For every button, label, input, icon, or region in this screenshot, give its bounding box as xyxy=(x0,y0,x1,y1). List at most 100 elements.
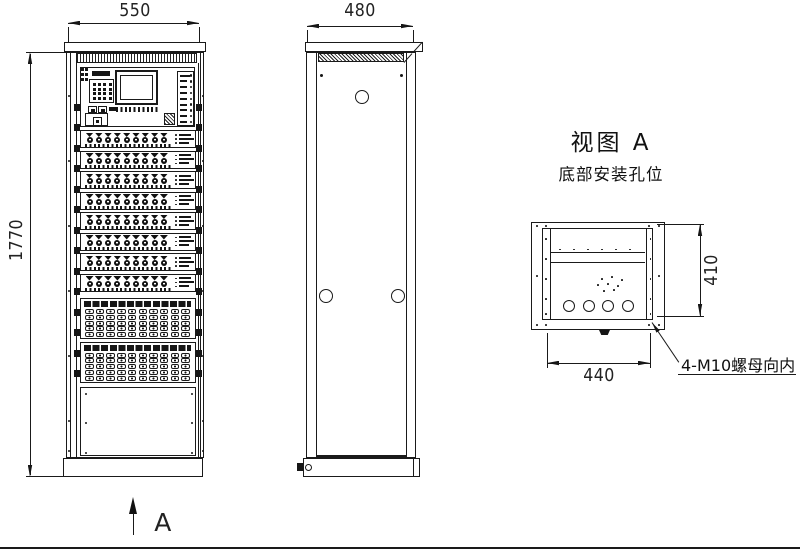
terminal-cell xyxy=(170,364,180,370)
terminal-cell xyxy=(117,314,126,320)
side-vent-grille xyxy=(318,53,404,62)
crossbar-line xyxy=(550,262,645,263)
knob-dial xyxy=(113,194,121,206)
vent-patch xyxy=(164,113,175,125)
terminal-cell xyxy=(159,326,169,332)
knob-dial xyxy=(151,133,159,145)
wall-screw xyxy=(201,420,204,422)
module-label-dot xyxy=(175,240,177,243)
terminal-cell xyxy=(170,326,180,332)
module-label-dot xyxy=(175,285,177,288)
module-label-line xyxy=(178,182,189,185)
keypad-key xyxy=(98,87,102,91)
terminal-cell xyxy=(117,375,126,381)
module-label-dot xyxy=(175,220,177,222)
dimension-line xyxy=(307,26,413,27)
knob-dial xyxy=(104,174,112,186)
cabinet-body xyxy=(66,52,204,458)
terminal-cell xyxy=(95,364,105,370)
rack-mount-tab xyxy=(73,226,80,234)
rail-hole xyxy=(545,278,547,280)
rack-mount-tab xyxy=(196,288,202,295)
wall-line xyxy=(199,52,201,458)
dimension-line xyxy=(68,23,199,24)
knob-dial xyxy=(160,215,168,227)
terminal-cell xyxy=(138,326,148,332)
terminal-cell xyxy=(159,358,169,364)
crossbar-hole xyxy=(629,248,631,251)
section-marker-label: A xyxy=(154,508,172,537)
knob-dial xyxy=(104,153,112,165)
rail-hole xyxy=(545,258,547,260)
module-label-line xyxy=(178,260,194,263)
wall-screw xyxy=(201,160,204,162)
extension-line xyxy=(198,26,200,42)
dimension-arrow-right xyxy=(638,360,650,366)
module-label-dot xyxy=(175,216,177,218)
button-group xyxy=(81,68,89,143)
knob-dial xyxy=(132,194,140,206)
terminal-cell xyxy=(170,332,180,338)
side-base xyxy=(303,458,420,477)
knob-dial xyxy=(132,256,140,268)
control-unit xyxy=(80,67,195,127)
terminal-cell xyxy=(138,375,148,381)
rack-mount-tab xyxy=(196,247,202,254)
module-label-dot xyxy=(175,236,177,239)
rack-mount-tab xyxy=(196,124,202,131)
indicator-label xyxy=(179,103,187,106)
bottom-tab xyxy=(599,330,610,335)
panel-button xyxy=(81,78,84,82)
knob-dial xyxy=(141,276,149,288)
terminal-cell xyxy=(149,358,158,364)
terminal-cell xyxy=(159,375,169,381)
terminal-top-strip xyxy=(84,344,191,351)
extension-line xyxy=(26,476,63,477)
module-label-dot xyxy=(175,265,177,267)
mounting-frame-inner xyxy=(542,228,653,320)
indicator-label xyxy=(179,120,187,124)
extension-line xyxy=(657,224,704,225)
knob-dial xyxy=(141,235,149,247)
dimension-arrow-down xyxy=(27,465,33,477)
terminal-cell xyxy=(106,369,115,375)
module-label-line xyxy=(178,199,194,202)
knob-dial xyxy=(151,153,159,165)
button-group xyxy=(81,68,89,98)
rack-mount-tab xyxy=(196,226,202,234)
rail-hole xyxy=(545,298,547,300)
rack-mount-tab xyxy=(73,288,80,295)
pilot-hole xyxy=(611,276,613,278)
extension-line xyxy=(412,29,414,42)
knob-module-row xyxy=(80,273,196,292)
connector-bar xyxy=(109,107,117,111)
panel-button xyxy=(85,73,89,77)
knob-module-row xyxy=(80,171,196,189)
terminal-cell xyxy=(117,332,126,338)
crossbar-hole xyxy=(573,248,575,251)
terminal-cell xyxy=(159,352,169,358)
keypad-key xyxy=(108,92,112,96)
blank-panel xyxy=(80,387,196,456)
terminal-cell xyxy=(127,358,137,364)
terminal-cell xyxy=(95,358,105,364)
module-label-dot xyxy=(175,154,177,157)
knob-dial xyxy=(151,235,159,247)
knob-module-row xyxy=(80,150,196,169)
knob-row-ticks xyxy=(85,185,173,188)
indicator-label xyxy=(179,86,187,89)
keypad-key xyxy=(93,96,96,100)
keypad-key xyxy=(103,92,107,96)
side-top-hole xyxy=(355,90,369,104)
wall-screw xyxy=(201,450,204,452)
terminal-cell xyxy=(127,314,137,320)
knob-dial xyxy=(151,174,159,186)
knob-dial xyxy=(151,194,159,206)
indicator-label xyxy=(179,80,187,83)
terminal-cell xyxy=(127,320,137,326)
frame-rail xyxy=(549,228,551,320)
rack-mount-tab xyxy=(196,103,202,111)
module-label-line xyxy=(178,133,191,136)
keypad-key xyxy=(108,83,112,86)
rail-hole xyxy=(545,313,547,315)
